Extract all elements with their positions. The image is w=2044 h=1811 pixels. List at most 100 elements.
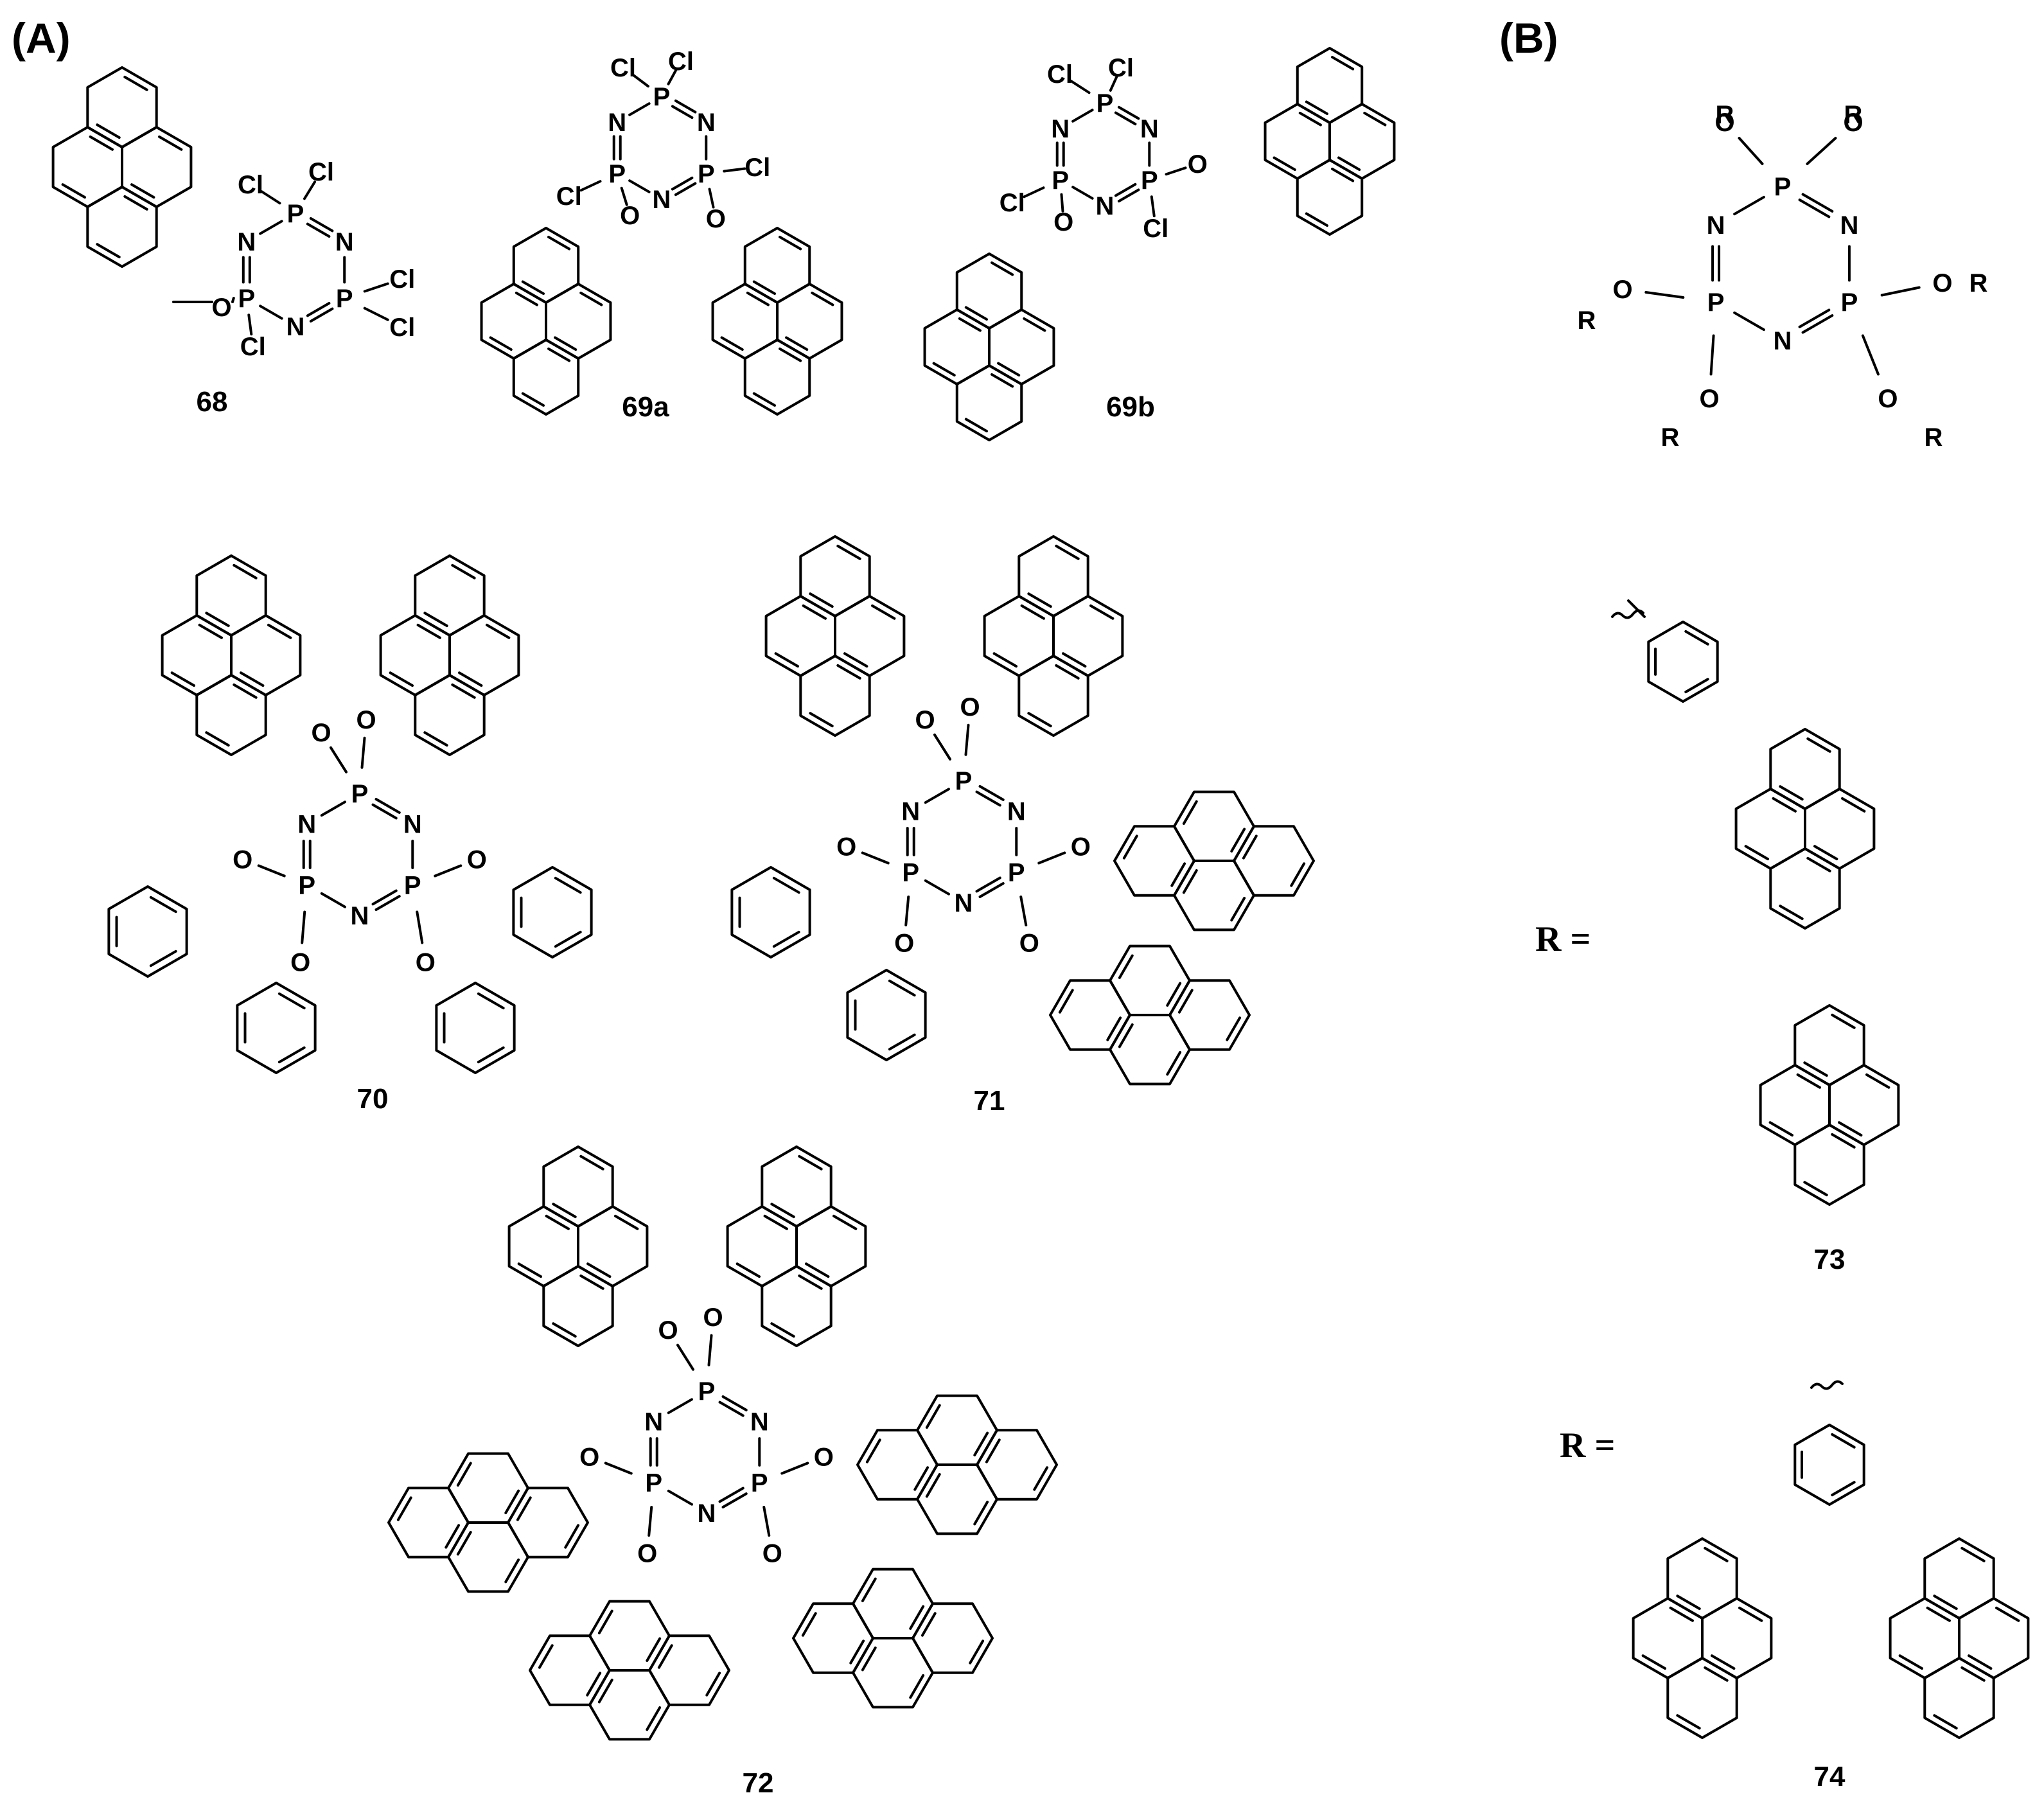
pyrene-ring	[1173, 790, 1255, 862]
pyrene-ring	[1769, 728, 1841, 810]
bond	[360, 736, 366, 769]
bond	[303, 181, 316, 200]
bond	[456, 1531, 472, 1556]
pyrene-ring	[988, 308, 1055, 385]
atom-O: O	[416, 949, 436, 977]
bond	[613, 1214, 639, 1230]
bond	[61, 183, 87, 199]
r-equals-label-73: R =	[1535, 919, 1590, 959]
bond	[123, 195, 148, 211]
pyrene-ring	[916, 1463, 998, 1535]
bond	[198, 623, 223, 639]
bond	[975, 790, 1001, 807]
pyrene-ring	[1734, 788, 1806, 870]
bond	[1242, 835, 1258, 860]
bond	[720, 336, 744, 351]
bond	[843, 652, 868, 668]
bond	[958, 317, 982, 332]
bond	[1711, 1654, 1736, 1670]
pyrene-ring	[764, 595, 836, 677]
atom-R: R	[1925, 423, 1943, 452]
atom-O: O	[290, 949, 310, 977]
ring-68-P: P	[238, 285, 255, 313]
atom-R: R	[1661, 423, 1680, 452]
bond	[1627, 599, 1646, 618]
bond	[973, 1500, 989, 1526]
bond	[1840, 797, 1866, 813]
pyrene-ring	[761, 1145, 833, 1228]
atom-O: O	[1878, 385, 1898, 413]
pyrene-ring	[743, 339, 811, 416]
bond	[1166, 982, 1182, 1007]
atom-R: R	[1578, 306, 1596, 335]
atom-O: O	[703, 1303, 723, 1332]
pyrene-ring	[1923, 1657, 1995, 1739]
pyrene-ring	[648, 1634, 730, 1706]
bond	[374, 797, 401, 814]
bond	[752, 280, 776, 296]
pyrene-ring	[1233, 825, 1315, 897]
pyrene-ring	[512, 227, 580, 304]
bond	[909, 1674, 925, 1699]
bond	[1114, 182, 1137, 197]
pyrene-ring	[195, 674, 267, 756]
pyrene-ring	[852, 1637, 934, 1709]
pyrene-ring	[507, 1487, 589, 1559]
pyrene-ring	[121, 126, 193, 208]
bond	[1813, 845, 1838, 861]
ring-68-P: P	[336, 285, 353, 313]
bond	[774, 652, 800, 668]
bond	[309, 307, 334, 323]
bond	[330, 746, 348, 773]
ring-71-N: N	[955, 889, 973, 917]
pyrene-ring	[1052, 595, 1124, 677]
atom-O: O	[814, 1444, 834, 1472]
pyrene-ring	[1018, 655, 1089, 737]
atom-R: R	[1716, 101, 1734, 129]
bond	[260, 190, 281, 205]
bond	[1117, 105, 1140, 120]
bond	[676, 1343, 694, 1371]
atom-O: O	[658, 1316, 678, 1345]
ring-69b-P: P	[1052, 166, 1069, 195]
pyrene-ring	[1889, 1597, 1960, 1679]
bond	[1960, 1546, 1986, 1562]
bond	[586, 1262, 612, 1278]
bond	[504, 1558, 520, 1584]
pyrene-ring	[1958, 1597, 2030, 1679]
bond	[836, 544, 861, 560]
atom-Cl: Cl	[1108, 54, 1134, 82]
bond	[763, 1214, 788, 1230]
atom-O: O	[1843, 109, 1863, 137]
bond	[371, 889, 398, 906]
bond	[811, 291, 834, 306]
bond	[809, 712, 834, 728]
bond	[1089, 604, 1115, 620]
bond	[1772, 797, 1797, 813]
bond	[1177, 989, 1194, 1014]
benzene-ring	[730, 866, 811, 959]
pyrene-ring	[387, 1487, 470, 1559]
bond	[1055, 664, 1080, 680]
bond	[597, 1609, 613, 1635]
atom-O: O	[1932, 269, 1952, 297]
bond	[1801, 314, 1834, 334]
atom-Cl: Cl	[610, 54, 636, 82]
pyrene-ring	[1173, 860, 1255, 932]
atom-Cl: Cl	[556, 182, 582, 211]
bond	[707, 1334, 713, 1366]
bond	[477, 1046, 505, 1064]
bond	[451, 563, 476, 579]
bond	[396, 1496, 412, 1521]
bond	[445, 1524, 461, 1549]
bond	[779, 235, 802, 251]
pyrene-ring	[1666, 1537, 1738, 1620]
atom-O: O	[1613, 276, 1633, 304]
bond	[648, 1506, 653, 1537]
bond	[1733, 195, 1765, 216]
ring-B-P: P	[1841, 288, 1858, 317]
bond	[1669, 1606, 1694, 1622]
bond	[772, 930, 800, 948]
bond	[964, 418, 988, 433]
bond	[1796, 1073, 1821, 1089]
